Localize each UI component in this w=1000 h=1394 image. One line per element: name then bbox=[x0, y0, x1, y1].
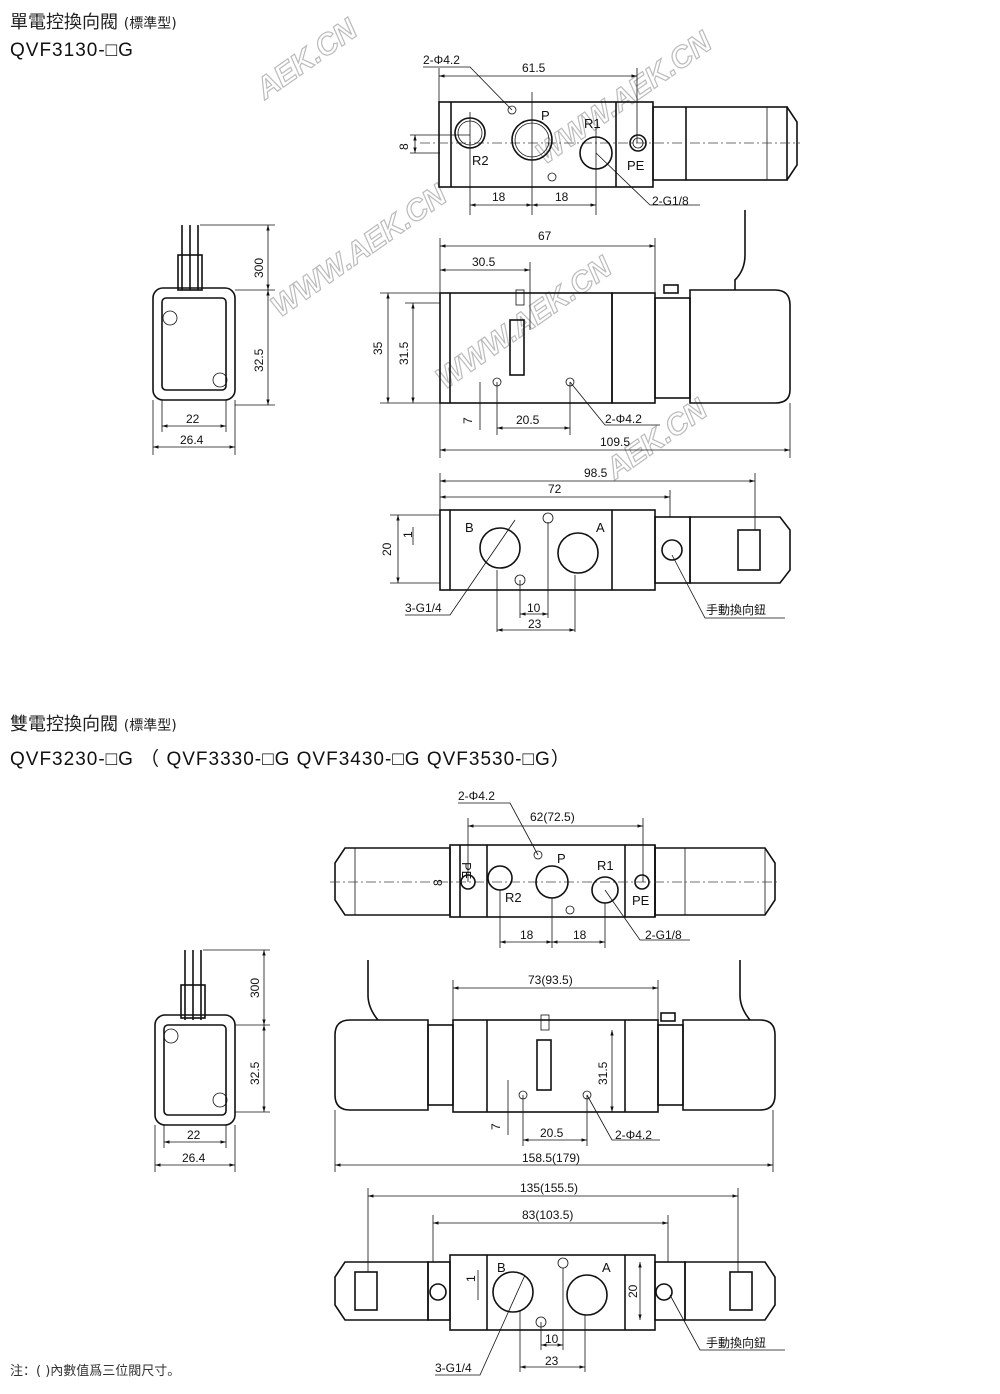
dim-wire-len: 300 bbox=[252, 258, 266, 278]
dim-hole-offset: 7 bbox=[461, 417, 475, 424]
dim-pitch: 23 bbox=[545, 1354, 559, 1368]
port-pe: PE bbox=[632, 893, 650, 908]
dim-hole-pitch: 20.5 bbox=[516, 413, 540, 427]
dim-offset: 8 bbox=[397, 143, 411, 150]
s2-side-view: 73(93.5) 31.5 7 20.5 2-Φ4.2 158.5(179) bbox=[334, 960, 776, 1172]
port-a: A bbox=[596, 520, 605, 535]
label-holes: 2-Φ4.2 bbox=[615, 1128, 652, 1142]
port-b: B bbox=[497, 1260, 506, 1275]
footnote: 注：( )內數值爲三位閥尺寸。 bbox=[10, 1364, 181, 1379]
dim-coil-height: 32.5 bbox=[252, 348, 266, 372]
port-a: A bbox=[602, 1260, 611, 1275]
label-manual-button: 手動換向鈕 bbox=[706, 602, 766, 617]
port-p: P bbox=[541, 108, 550, 123]
dim-outer-width: 26.4 bbox=[180, 433, 204, 447]
dim-inner-width: 22 bbox=[186, 412, 200, 426]
watermark: WWW.AEK.CN bbox=[265, 178, 454, 324]
dim-pitch-right: 18 bbox=[555, 190, 569, 204]
dim-wire-len: 300 bbox=[248, 978, 262, 998]
port-r1: R1 bbox=[584, 116, 601, 131]
s1-bottom-view: 98.5 72 20 1 B A 3-G1/4 10 23 手動換向鈕 bbox=[380, 466, 791, 632]
dim-body-len: 67 bbox=[538, 229, 552, 243]
watermark: WWW.AEK.CN bbox=[530, 25, 719, 171]
dim-inner-width: 22 bbox=[187, 1128, 201, 1142]
dim-total-len: 109.5 bbox=[600, 435, 630, 449]
dim-hole-pitch: 20.5 bbox=[540, 1126, 564, 1140]
section2-title-suffix: (標準型) bbox=[123, 718, 177, 734]
dim-pitch-left: 18 bbox=[520, 928, 534, 942]
section1-model: QVF3130-□G bbox=[10, 40, 134, 61]
dim-offset: 1 bbox=[401, 531, 415, 538]
port-pe-left: PE bbox=[459, 862, 474, 880]
dim-offset: 8 bbox=[431, 879, 445, 886]
label-holes: 2-Φ4.2 bbox=[458, 789, 495, 803]
dim-pitch-small: 10 bbox=[527, 601, 541, 615]
dim-pitch-left: 18 bbox=[492, 190, 506, 204]
s1-coil-view: 300 32.5 22 26.4 bbox=[152, 224, 275, 455]
watermark: AEK.CN bbox=[249, 12, 364, 106]
dim-height: 20 bbox=[626, 1284, 640, 1298]
s2-bottom-view: 135(155.5) 83(103.5) 1 20 B A 3-G1/4 10 … bbox=[334, 1181, 785, 1376]
dim-height-inner: 31.5 bbox=[596, 1061, 610, 1085]
label-ports-thread: 3-G1/4 bbox=[405, 601, 442, 615]
dim-body-len: 73(93.5) bbox=[528, 973, 573, 987]
label-ports-thread: 2-G1/8 bbox=[645, 928, 682, 942]
s1-top-view: 61.5 18 18 8 2-Φ4.2 2-G1/8 P R1 R2 PE bbox=[397, 53, 800, 215]
section1-title-text: 單電控換向閥 bbox=[10, 12, 118, 33]
port-p: P bbox=[557, 851, 566, 866]
dim-outer-width: 26.4 bbox=[182, 1151, 206, 1165]
section1-title: 單電控換向閥 (標準型) bbox=[10, 8, 177, 34]
dim-height: 35 bbox=[371, 341, 385, 355]
port-r2: R2 bbox=[505, 890, 522, 905]
dim-len-a: 98.5 bbox=[584, 466, 608, 480]
label-ports-thread: 3-G1/4 bbox=[435, 1361, 472, 1375]
dim-pitch-right: 18 bbox=[573, 928, 587, 942]
dim-coil-height: 32.5 bbox=[248, 1061, 262, 1085]
dim-len-a: 135(155.5) bbox=[520, 1181, 578, 1195]
s1-side-view: 67 30.5 35 31.5 7 20.5 2-Φ4.2 109.5 bbox=[371, 210, 791, 458]
dim-total-len: 158.5(179) bbox=[522, 1151, 580, 1165]
label-ports-thread: 2-G1/8 bbox=[652, 194, 689, 208]
label-manual-button: 手動換向鈕 bbox=[706, 1335, 766, 1350]
dim-pitch: 23 bbox=[528, 617, 542, 631]
label-holes: 2-Φ4.2 bbox=[605, 412, 642, 426]
port-r2: R2 bbox=[472, 153, 489, 168]
port-b: B bbox=[465, 520, 474, 535]
s2-top-view: 62(72.5) 2-Φ4.2 18 18 2-G1/8 8 P R1 R2 P… bbox=[330, 789, 780, 948]
port-pe: PE bbox=[627, 158, 645, 173]
watermarks: AEK.CN WWW.AEK.CN WWW.AEK.CN WWW.AEK.CN … bbox=[249, 11, 720, 487]
dim-length: 61.5 bbox=[522, 61, 546, 75]
dim-height: 20 bbox=[380, 542, 394, 556]
dim-hole-offset: 7 bbox=[489, 1123, 503, 1130]
section2-model: QVF3230-□G （ QVF3330-□G QVF3430-□G QVF35… bbox=[10, 749, 571, 770]
port-r1: R1 bbox=[597, 858, 614, 873]
section2-title-text: 雙電控換向閥 bbox=[10, 714, 118, 735]
dim-len-b: 83(103.5) bbox=[522, 1208, 573, 1222]
dim-length: 62(72.5) bbox=[530, 810, 575, 824]
section2-title: 雙電控換向閥 (標準型) bbox=[10, 710, 177, 736]
dim-height-inner: 31.5 bbox=[397, 341, 411, 365]
dim-pitch-small: 10 bbox=[545, 1332, 559, 1346]
section1-title-suffix: (標準型) bbox=[123, 16, 177, 32]
dim-slot-pos: 30.5 bbox=[472, 255, 496, 269]
dim-len-b: 72 bbox=[548, 482, 562, 496]
s2-coil-view: 300 32.5 22 26.4 bbox=[154, 949, 270, 1172]
dim-offset: 1 bbox=[464, 1275, 478, 1282]
label-holes: 2-Φ4.2 bbox=[423, 53, 460, 67]
